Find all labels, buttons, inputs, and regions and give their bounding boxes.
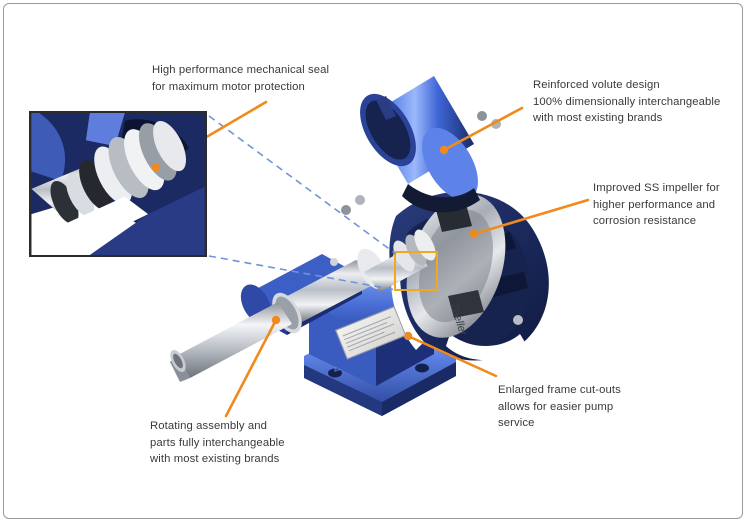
mechanical-seal-closeup-inset bbox=[29, 111, 207, 257]
leader-impeller bbox=[472, 198, 590, 236]
callout-impeller: Improved SS impeller for higher performa… bbox=[593, 182, 720, 228]
callout-rotating-assembly: Rotating assembly and parts fully interc… bbox=[150, 420, 285, 466]
inset-artwork bbox=[31, 113, 205, 255]
leader-frame-cutouts bbox=[406, 334, 498, 378]
discharge-volute-cylinder bbox=[360, 76, 480, 213]
callout-volute: Reinforced volute design 100% dimensiona… bbox=[533, 79, 721, 125]
inset-connector-top bbox=[208, 115, 397, 255]
leader-rotating-assembly bbox=[224, 318, 278, 418]
seal-zoom-highlight-box bbox=[394, 251, 438, 291]
inset-connector-bottom bbox=[208, 255, 397, 291]
pump-illustration: Zoeller bbox=[4, 4, 742, 518]
callout-frame-cutouts: Enlarged frame cut-outs allows for easie… bbox=[498, 384, 621, 430]
inset-connector-lines bbox=[208, 115, 397, 291]
rotating-assembly-barrel bbox=[272, 248, 387, 334]
leader-volute bbox=[442, 106, 524, 152]
callout-mechanical-seal: High performance mechanical seal for max… bbox=[152, 64, 330, 93]
pump-shaft bbox=[170, 302, 292, 382]
diagram-page: Zoeller bbox=[3, 3, 743, 519]
